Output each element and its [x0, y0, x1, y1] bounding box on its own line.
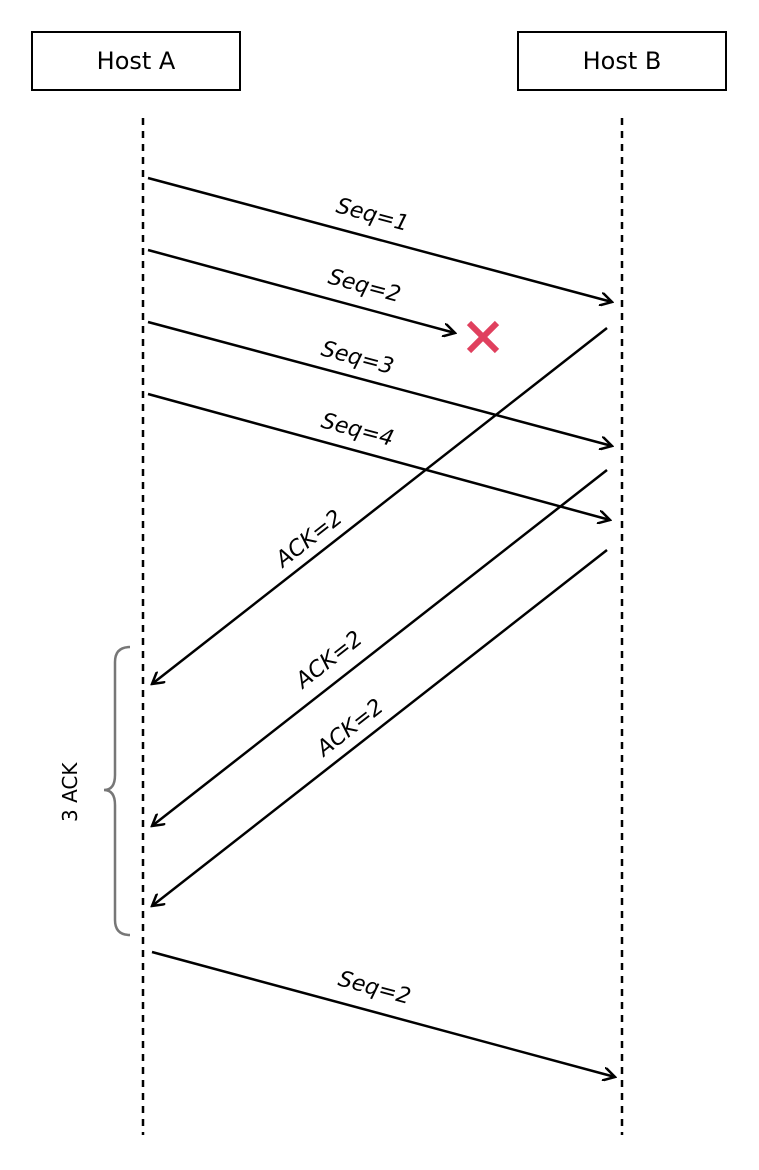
host-b-label: Host B: [582, 47, 662, 75]
message-label: Seq=3: [318, 337, 396, 380]
loss-x-icon: [466, 320, 500, 354]
host-b-box: Host B: [517, 31, 727, 91]
message-arrow-seq4: [147, 392, 610, 520]
message-arrow-seq2-lost: [147, 248, 455, 333]
ack-arrow-1: [152, 327, 608, 684]
message-arrow-seq1: [147, 176, 612, 302]
message-label: Seq=4: [318, 409, 396, 452]
host-a-box: Host A: [31, 31, 241, 91]
brace-icon: [103, 645, 131, 937]
message-arrow-retransmit-seq2: [151, 950, 615, 1077]
ack-arrow-3: [152, 549, 608, 906]
brace-label: 3 ACK: [58, 762, 82, 822]
ack-arrow-2: [152, 469, 608, 826]
host-a-label: Host A: [96, 47, 176, 75]
ack-label: ACK=2: [290, 626, 368, 695]
message-arrow-seq3: [147, 320, 612, 446]
